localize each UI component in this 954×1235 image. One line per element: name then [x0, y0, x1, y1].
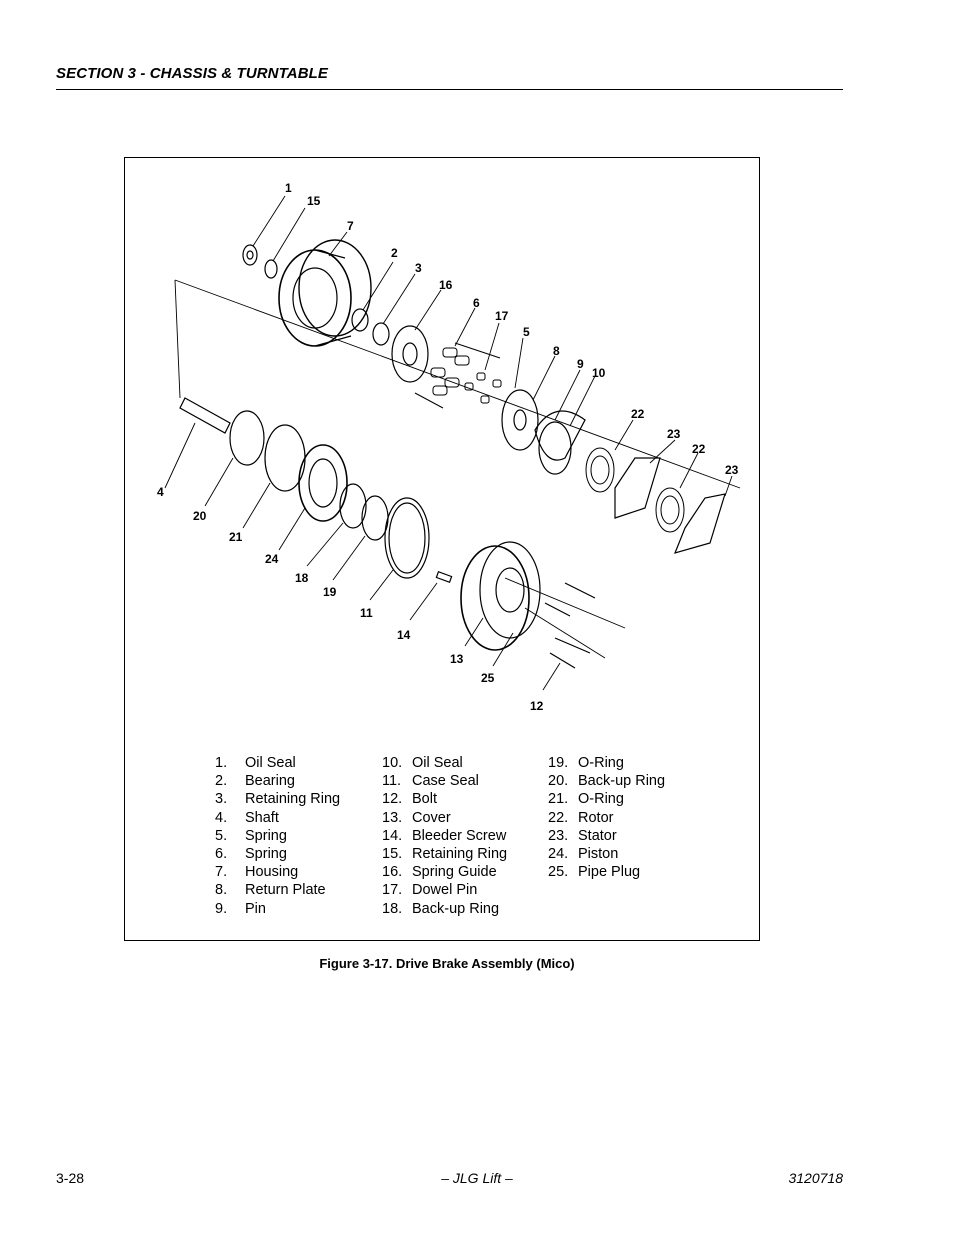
callout: 8	[553, 344, 560, 358]
legend-column-3: 19.O-Ring 20.Back-up Ring 21.O-Ring 22.R…	[548, 754, 665, 881]
callout: 22	[631, 407, 645, 421]
legend-item: 7.Housing	[215, 864, 299, 881]
legend-item: 10.Oil Seal	[382, 755, 463, 771]
legend-item: 23.Stator	[548, 827, 617, 844]
legend-item: 17.Dowel Pin	[382, 882, 478, 899]
legend-item: 5.Spring	[215, 827, 287, 844]
callout: 10	[592, 366, 606, 380]
figure-frame: 1 15 7 2 3 16 6 17 5 8 9 10 22 23 22 23 …	[124, 157, 760, 941]
callout: 6	[473, 296, 480, 310]
callout: 11	[360, 606, 373, 620]
legend-item: 12.Bolt	[382, 791, 437, 808]
legend-item: 3.Retaining Ring	[215, 791, 341, 808]
legend-item: 18.Back-up Ring	[382, 900, 500, 917]
callout: 17	[495, 309, 509, 323]
callout: 7	[347, 219, 354, 233]
legend-item: 16.Spring Guide	[382, 864, 497, 881]
legend-column-2: 10.Oil Seal 11.Case Seal 12.Bolt 13.Cove…	[382, 754, 507, 918]
legend-item: 8.Return Plate	[215, 882, 326, 899]
callout: 2	[391, 246, 398, 260]
callout: 25	[481, 671, 495, 685]
legend-item: 1.Oil Seal	[215, 755, 296, 771]
callout: 15	[307, 194, 321, 208]
figure-caption-text: Figure 3-17. Drive Brake Assembly (Mico)	[319, 956, 575, 971]
callout: 16	[439, 278, 453, 292]
legend-item: 13.Cover	[382, 809, 451, 826]
legend-item: 14.Bleeder Screw	[382, 827, 507, 844]
legend-item: 19.O-Ring	[548, 755, 624, 771]
legend-item: 21.O-Ring	[548, 791, 624, 808]
legend-item: 20.Back-up Ring	[548, 773, 666, 790]
callout: 21	[229, 530, 243, 544]
doc-number: 3120718	[788, 1170, 843, 1186]
exploded-view-diagram: 1 15 7 2 3 16 6 17 5 8 9 10 22 23 22 23 …	[157, 181, 741, 713]
callout: 13	[450, 652, 464, 666]
legend-item: 2.Bearing	[215, 773, 295, 790]
legend-column-1: 1.Oil Seal 2.Bearing 3.Retaining Ring 4.…	[215, 754, 340, 918]
header-rule	[56, 89, 843, 90]
section-title: SECTION 3 - CHASSIS & TURNTABLE	[56, 65, 329, 82]
figure-caption: Figure 3-17. Drive Brake Assembly (Mico)	[0, 956, 954, 971]
callout: 23	[667, 427, 681, 441]
callout: 20	[193, 509, 207, 523]
callout: 18	[295, 571, 309, 585]
callout: 24	[265, 552, 279, 566]
callout: 14	[397, 628, 411, 642]
page-number: 3-28	[56, 1170, 85, 1186]
callout: 4	[157, 485, 164, 499]
callout: 23	[725, 463, 739, 477]
callout: 19	[323, 585, 337, 599]
legend-item: 15.Retaining Ring	[382, 846, 508, 863]
footer-publisher: – JLG Lift –	[441, 1170, 513, 1186]
legend-item: 22.Rotor	[548, 809, 614, 826]
callout: 9	[577, 357, 584, 371]
legend-item: 25.Pipe Plug	[548, 864, 641, 881]
legend-item: 11.Case Seal	[382, 773, 479, 790]
callout: 1	[285, 181, 292, 195]
legend-item: 6.Spring	[215, 846, 287, 863]
callout: 5	[523, 325, 530, 339]
legend-item: 4.Shaft	[215, 809, 279, 826]
callout: 22	[692, 442, 706, 456]
callout: 3	[415, 261, 422, 275]
legend-item: 9.Pin	[215, 900, 266, 917]
callout: 12	[530, 699, 544, 713]
legend-item: 24.Piston	[548, 846, 619, 863]
